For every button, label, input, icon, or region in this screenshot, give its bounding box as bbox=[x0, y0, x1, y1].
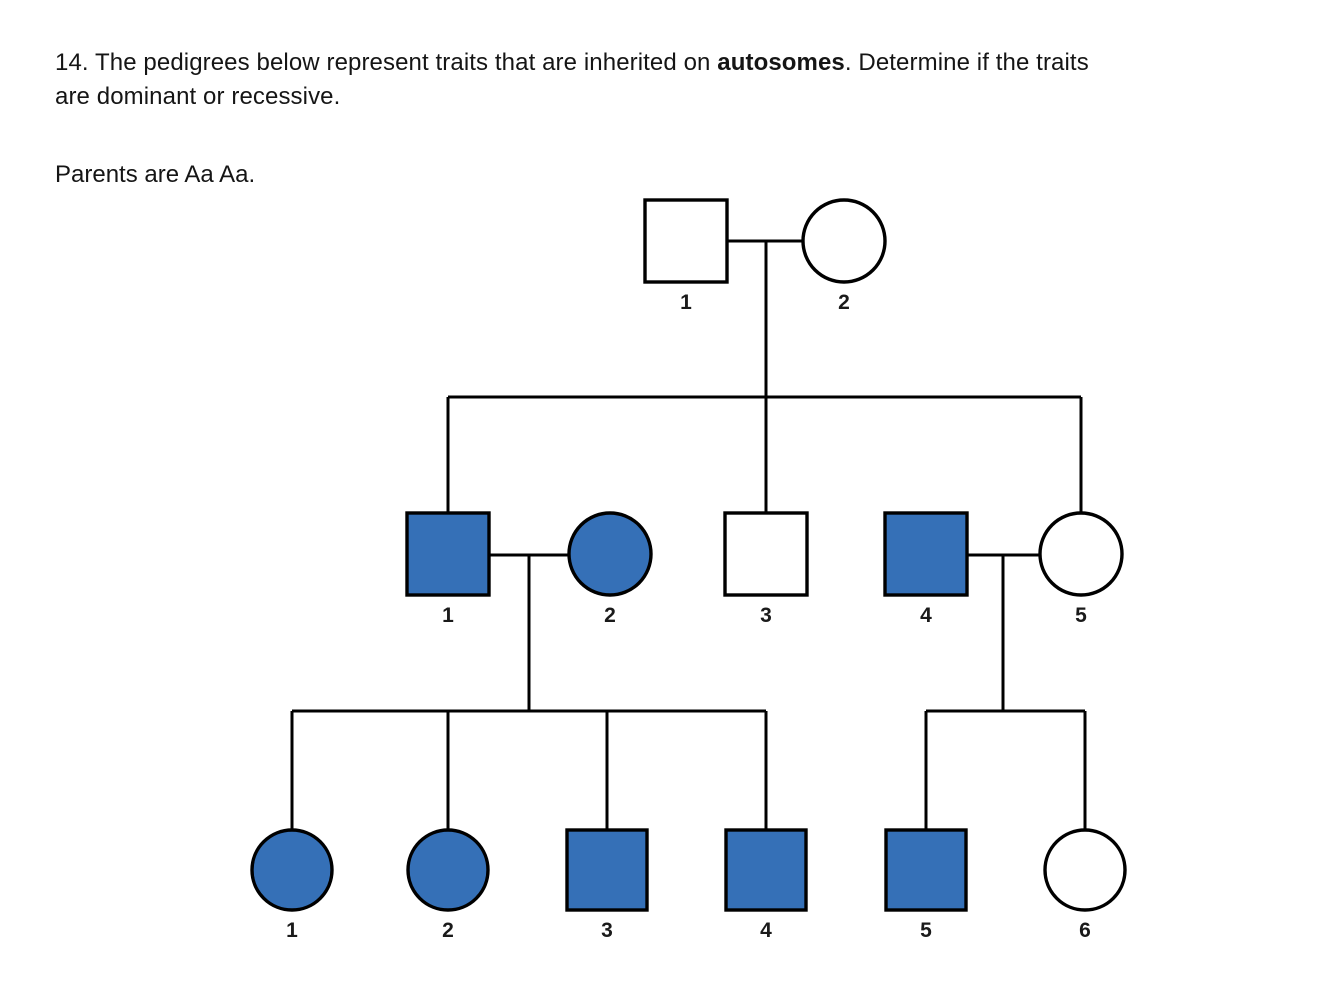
pedigree-member-label-III-2: 2 bbox=[442, 919, 454, 942]
question-line2: are dominant or recessive. bbox=[55, 83, 341, 110]
parents-genotype-note: Parents are Aa Aa. bbox=[55, 161, 256, 188]
question-text: 14. The pedigrees below represent traits… bbox=[55, 46, 1305, 114]
pedigree-member-label-II-1: 1 bbox=[442, 604, 454, 627]
pedigree-member-II-5-female-circle bbox=[1038, 511, 1124, 597]
question-keyword-autosomes: autosomes bbox=[717, 49, 845, 76]
pedigree-member-II-3-male-square bbox=[723, 511, 809, 597]
pedigree-member-label-II-5: 5 bbox=[1075, 604, 1087, 627]
pedigree-member-II-1-male-square bbox=[405, 511, 491, 597]
pedigree-member-III-4-male-square bbox=[724, 828, 808, 912]
pedigree-member-label-I-2: 2 bbox=[838, 291, 850, 314]
pedigree-member-III-2-female-circle bbox=[406, 828, 490, 912]
pedigree-member-II-4-male-square bbox=[883, 511, 969, 597]
pedigree-member-I-2-female-circle bbox=[801, 198, 887, 284]
pedigree-member-label-III-5: 5 bbox=[920, 919, 932, 942]
pedigree-member-III-5-male-square bbox=[884, 828, 968, 912]
pedigree-member-III-3-male-square bbox=[565, 828, 649, 912]
pedigree-member-label-III-6: 6 bbox=[1079, 919, 1091, 942]
question-line1-after: . Determine if the traits bbox=[844, 49, 1089, 76]
pedigree-member-II-2-female-circle bbox=[567, 511, 653, 597]
pedigree-member-III-6-female-circle bbox=[1043, 828, 1127, 912]
pedigree-member-label-III-3: 3 bbox=[601, 919, 613, 942]
pedigree-member-label-I-1: 1 bbox=[680, 291, 692, 314]
pedigree-member-I-1-male-square bbox=[643, 198, 729, 284]
pedigree-member-III-1-female-circle bbox=[250, 828, 334, 912]
pedigree-member-label-II-3: 3 bbox=[760, 604, 772, 627]
question-line1-before: 14. The pedigrees below represent traits… bbox=[55, 49, 718, 76]
pedigree-member-label-III-4: 4 bbox=[760, 919, 772, 942]
pedigree-member-label-II-4: 4 bbox=[920, 604, 932, 627]
pedigree-member-label-III-1: 1 bbox=[286, 919, 298, 942]
pedigree-member-label-II-2: 2 bbox=[604, 604, 616, 627]
